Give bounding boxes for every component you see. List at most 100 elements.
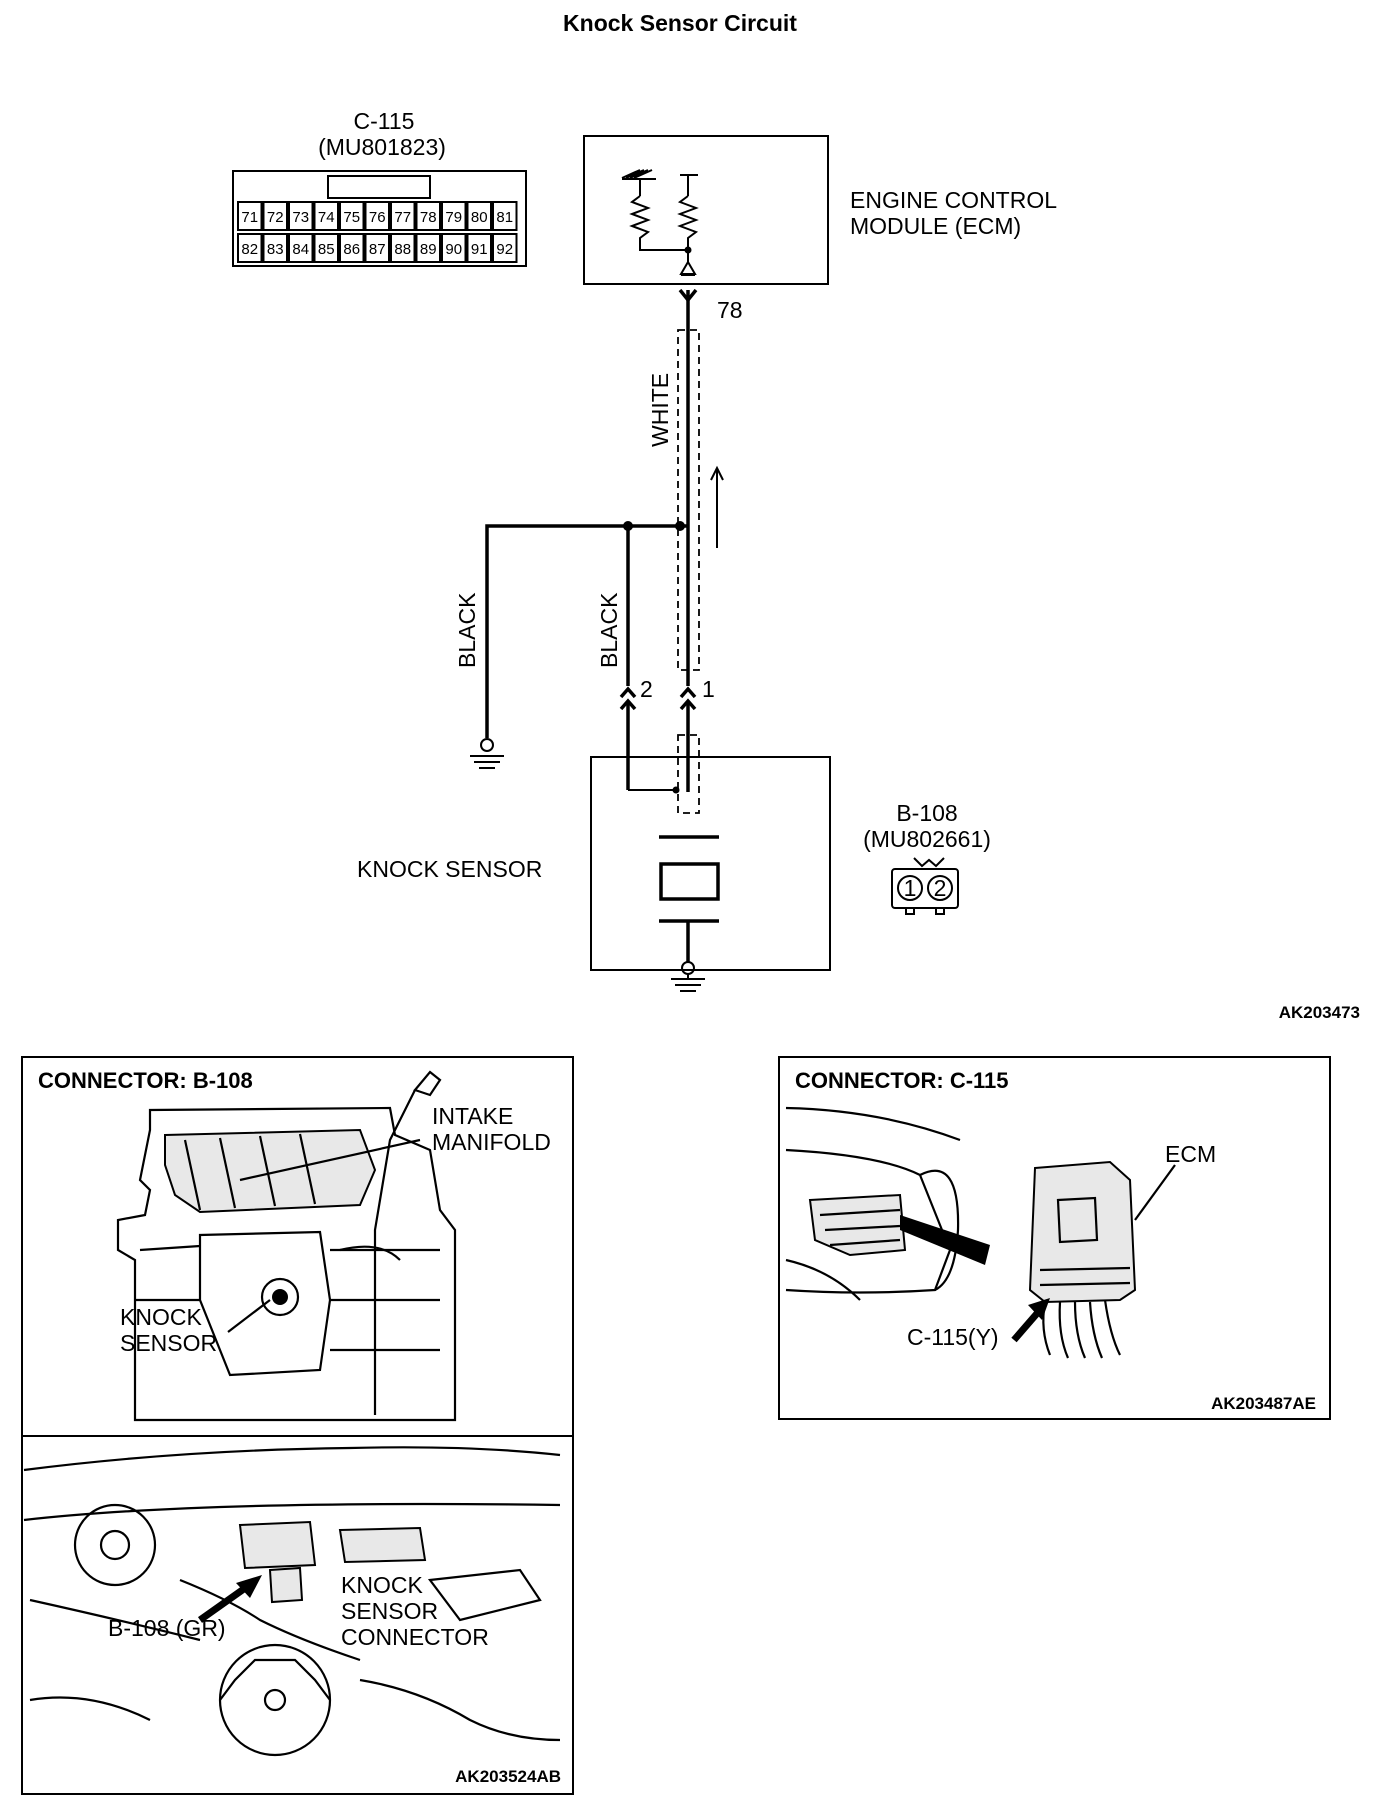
left-connector-panel: CONNECTOR: B-108 INTAKE MANIFOLD KNOCK S…: [21, 1056, 574, 1795]
engine-illustration: [116, 1070, 457, 1422]
c115-pin-number: 76: [369, 209, 386, 226]
c115-pin-cell: [466, 201, 492, 231]
pin-1-label: 1: [702, 676, 715, 702]
c115-pin-cell: [237, 201, 263, 231]
c115-pin-number: 82: [241, 241, 258, 258]
c115-pin-number: 83: [267, 241, 284, 258]
c115-pin-number: 84: [292, 241, 309, 258]
ecm-pin-number: 78: [717, 297, 743, 323]
c115-pin-number: 88: [394, 241, 411, 258]
c115-pin-cell: [364, 201, 390, 231]
c115-pin-number: 77: [394, 209, 411, 226]
c115-pin-cell: [492, 233, 518, 263]
knock-sensor-callout-2: SENSOR: [120, 1330, 217, 1356]
diagram-code: AK203473: [1279, 1003, 1360, 1022]
knock-sensor-connector-label-2: SENSOR: [341, 1598, 438, 1624]
right-panel-frame: [778, 1056, 1331, 1420]
c115-callout: C-115(Y): [907, 1324, 999, 1350]
c115-pin-cell: [339, 233, 365, 263]
connector-location-illustration: [23, 1446, 561, 1757]
ecm-resistor-left: [629, 195, 688, 251]
b108-part-number: (MU802661): [863, 826, 991, 852]
c115-pin-cell: [364, 233, 390, 263]
ecm-chassis-ground-icon: [621, 169, 656, 196]
knock-sensor-callout-1: KNOCK: [120, 1304, 202, 1330]
pin2-terminal-icon: [619, 686, 637, 711]
c115-pin-cell: [262, 201, 288, 231]
wire-color-white: WHITE: [647, 373, 673, 447]
b108-pin-2: 2: [934, 875, 947, 901]
ecm-input-terminal-icon: [679, 260, 697, 275]
page-title: Knock Sensor Circuit: [563, 10, 797, 36]
c115-pin-cell: [441, 201, 467, 231]
wire-shield-upper: [677, 329, 700, 671]
ecm-label-line1: ENGINE CONTROL: [850, 187, 1057, 213]
c115-id: C-115: [354, 108, 415, 134]
ground-left-icon: [470, 738, 504, 769]
c115-pin-number: 71: [241, 209, 258, 226]
dashboard-illustration: [785, 1106, 990, 1301]
c115-pin-cell: [313, 233, 339, 263]
c115-pin-number: 75: [343, 209, 360, 226]
c115-pin-cell: [466, 233, 492, 263]
right-panel-header: CONNECTOR: C-115: [795, 1068, 1009, 1093]
c115-pin-cell: [339, 201, 365, 231]
c115-latch: [327, 175, 431, 199]
c115-pin-cell: [390, 233, 416, 263]
knock-sensor-connector-label-1: KNOCK: [341, 1572, 423, 1598]
c115-pin-number: 72: [267, 209, 284, 226]
c115-pin-number: 73: [292, 209, 309, 226]
c115-connector-symbol: C-115 (MU801823) 71 72 73 74 75 76 77 78 79 80 81 8…: [232, 108, 527, 267]
knock-sensor-box: [590, 756, 831, 971]
intake-manifold-label-1: INTAKE: [432, 1103, 513, 1129]
c115-pin-cell: [415, 201, 441, 231]
knock-sensor-component: [590, 756, 831, 971]
c115-pin-number: 79: [445, 209, 462, 226]
c115-pin-cell: [262, 233, 288, 263]
c115-housing: [232, 170, 527, 267]
c115-pin-cell: [288, 201, 314, 231]
c115-pin-number: 81: [496, 209, 513, 226]
left-panel-header: CONNECTOR: B-108: [38, 1068, 253, 1093]
left-panel-frame: [21, 1056, 574, 1795]
c115-pin-cell: [415, 233, 441, 263]
c115-pin-cell: [492, 201, 518, 231]
knock-sensor-label: KNOCK SENSOR: [357, 856, 542, 882]
b108-pin-1: 1: [904, 875, 917, 901]
ecm-illustration: [1028, 1160, 1176, 1359]
ecm-callout: ECM: [1165, 1141, 1216, 1167]
c115-part-number: (MU801823): [318, 134, 446, 160]
ground-sensor-icon: [671, 961, 705, 992]
c115-pin-number: 86: [343, 241, 360, 258]
c115-pin-cell: [441, 233, 467, 263]
ecm-label-line2: MODULE (ECM): [850, 213, 1021, 239]
c115-pin-number: 91: [471, 241, 488, 258]
b108-housing: [891, 868, 959, 909]
c115-pin-number: 87: [369, 241, 386, 258]
c115-pin-cell: [390, 201, 416, 231]
c115-pin-number: 78: [420, 209, 437, 226]
wire-shield-lower: [677, 734, 700, 814]
b108-location-label: B-108 (GR): [108, 1615, 226, 1641]
ecm-supply-terminal: [680, 174, 698, 196]
c115-pin-cell: [313, 201, 339, 231]
b108-id: B-108: [896, 800, 957, 826]
piezo-element: [659, 862, 720, 901]
knock-sensor-connector-label-3: CONNECTOR: [341, 1624, 489, 1650]
c115-pin-number: 92: [496, 241, 513, 258]
c115-pin-cell: [237, 233, 263, 263]
ecm-junction-dot: [684, 246, 692, 254]
shield-drain-wires: [485, 521, 688, 794]
b108-connector-symbol: B-108 (MU802661) 1 2: [863, 800, 991, 915]
c115-pin-number: 74: [318, 209, 335, 226]
pin1-terminal-icon: [679, 686, 697, 711]
wire-color-black-right: BLACK: [596, 592, 622, 668]
ecm-box: [583, 135, 829, 285]
c115-pin-number: 90: [445, 241, 462, 258]
c115-pin-number: 80: [471, 209, 488, 226]
ecm-module: ENGINE CONTROL MODULE (ECM): [583, 135, 1057, 285]
c115-pin-cell: [288, 233, 314, 263]
